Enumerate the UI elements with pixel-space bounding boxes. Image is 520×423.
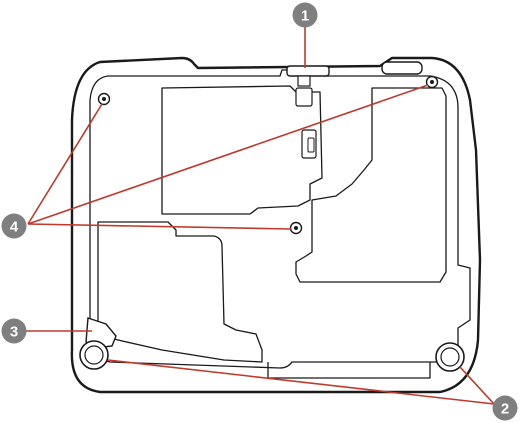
callout-2-number: 2 <box>501 401 509 418</box>
lamp-cover <box>98 222 262 362</box>
callout-2-badge: 2 <box>493 396 518 421</box>
callout-3-badge: 3 <box>2 319 27 344</box>
callout-4-badge: 4 <box>2 214 27 239</box>
rear-foot-left <box>80 341 108 369</box>
callout-4-line-b <box>28 85 428 224</box>
bottom-front-recess <box>268 362 430 378</box>
callout-3-number: 3 <box>10 324 18 341</box>
callout-4-line-c <box>28 224 291 229</box>
rear-foot-right <box>436 343 464 371</box>
projector-inner-panel <box>90 70 470 368</box>
callout-2-line-right <box>460 367 494 404</box>
mount-hole-top-right <box>427 77 438 88</box>
security-bar <box>287 66 329 158</box>
mount-hole-center <box>291 223 302 234</box>
callout-4-line-a <box>28 104 102 224</box>
projector-outer-body <box>72 58 480 392</box>
callout-1-badge: 1 <box>293 3 318 28</box>
mount-hole-top-left <box>99 94 110 105</box>
right-cover-plate <box>296 88 446 282</box>
callout-4-number: 4 <box>10 219 19 236</box>
callout-2-line-left <box>108 360 494 404</box>
callout-1-number: 1 <box>301 8 309 25</box>
top-right-slot <box>382 62 422 74</box>
